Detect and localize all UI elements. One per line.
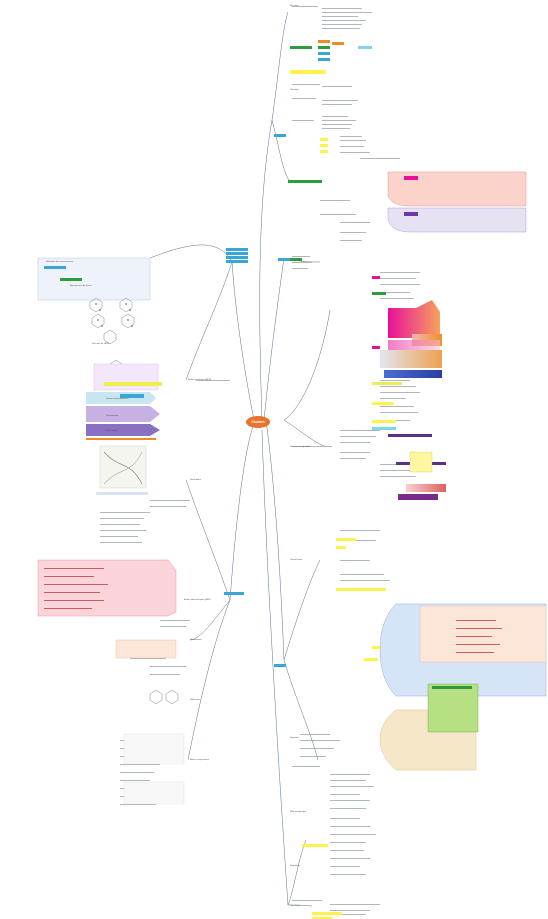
red-markers bbox=[44, 568, 108, 609]
helix-strand bbox=[103, 451, 143, 485]
red-atoms bbox=[95, 303, 129, 321]
right-detail-lines bbox=[292, 6, 420, 915]
topic-node[interactable] bbox=[274, 664, 286, 667]
branch-line bbox=[265, 419, 285, 661]
topic-node[interactable] bbox=[226, 260, 248, 263]
right-branch-label: Digestion bbox=[290, 736, 300, 739]
right-branch-label: Rôle énergétique bbox=[290, 810, 307, 813]
right-branch-lines bbox=[271, 11, 331, 907]
dna-note: Appariement des bases bbox=[70, 284, 92, 287]
caption-strip bbox=[96, 492, 148, 495]
topic-node[interactable] bbox=[274, 134, 286, 137]
step-label: Liaisons phosphodiester bbox=[106, 397, 129, 400]
center-label: Glucides bbox=[251, 420, 265, 424]
highlight-chip bbox=[432, 686, 472, 689]
callout-panel bbox=[86, 424, 160, 436]
highlight-chip bbox=[44, 266, 66, 269]
callout-panel bbox=[419, 605, 547, 663]
right-branch-label: Conclusion bbox=[290, 905, 301, 907]
helix-illustration bbox=[99, 445, 147, 489]
left-branch-label: Métabolisme bbox=[190, 638, 203, 641]
highlight-chip bbox=[404, 212, 418, 216]
left-branch-label: Acides nucléiques (ADN) bbox=[188, 378, 211, 381]
branch-line bbox=[261, 429, 289, 906]
helix-strand bbox=[103, 451, 143, 485]
chemical-structures bbox=[89, 297, 135, 375]
dna-panel bbox=[37, 257, 151, 301]
left-branch-label: Réplication bbox=[190, 698, 201, 701]
step-label: Désoxyribose bbox=[106, 414, 119, 417]
right-branch-label: Structure bbox=[290, 4, 299, 7]
branch-line bbox=[231, 261, 255, 421]
branch-line bbox=[263, 257, 285, 421]
top-label: Méthodes de reconnaissance bbox=[46, 260, 74, 263]
center-node[interactable]: Glucides bbox=[246, 416, 270, 428]
callout-panel bbox=[427, 683, 479, 733]
callout-panel bbox=[387, 207, 527, 233]
highlight-chip bbox=[120, 394, 144, 398]
gradient-blocks bbox=[380, 300, 446, 500]
highlight-chip bbox=[104, 382, 162, 386]
callout-panel bbox=[37, 559, 177, 617]
table-panel bbox=[123, 733, 185, 765]
branch-line bbox=[259, 119, 273, 421]
topic-node[interactable] bbox=[226, 248, 248, 251]
callout-panel bbox=[93, 363, 159, 391]
step-label: Base azotée bbox=[106, 429, 118, 432]
topic-node[interactable] bbox=[226, 252, 248, 255]
callout-panel bbox=[86, 406, 160, 422]
right-branch-label: Classification bbox=[290, 558, 303, 561]
right-branch-label: Fonction des glucides bbox=[290, 445, 310, 448]
topic-node[interactable] bbox=[226, 256, 248, 259]
highlight-chip bbox=[86, 438, 156, 440]
topic-node[interactable] bbox=[278, 258, 290, 261]
highlight-chip bbox=[60, 278, 82, 281]
left-branch-label: Acides ribonucléiques (ARN) bbox=[184, 598, 211, 601]
blue-atoms bbox=[99, 309, 133, 327]
left-branch-label: Autres composantes bbox=[190, 758, 209, 761]
right-branch-label: Régulation bbox=[290, 864, 301, 867]
dna-heading: Structure de l'ADN bbox=[92, 342, 110, 345]
callout-panel bbox=[115, 639, 177, 659]
left-branch-label: Nucléotides bbox=[190, 478, 201, 481]
left-branch-lines bbox=[149, 244, 233, 761]
topic-node[interactable] bbox=[224, 592, 244, 595]
chemical-structures bbox=[149, 689, 179, 705]
right-branch-label: Définition bbox=[290, 88, 300, 91]
branch-line bbox=[229, 423, 255, 601]
table-panel bbox=[123, 781, 185, 805]
highlight-chip bbox=[404, 176, 418, 180]
callout-panel bbox=[387, 171, 527, 207]
red-markers bbox=[456, 620, 502, 653]
